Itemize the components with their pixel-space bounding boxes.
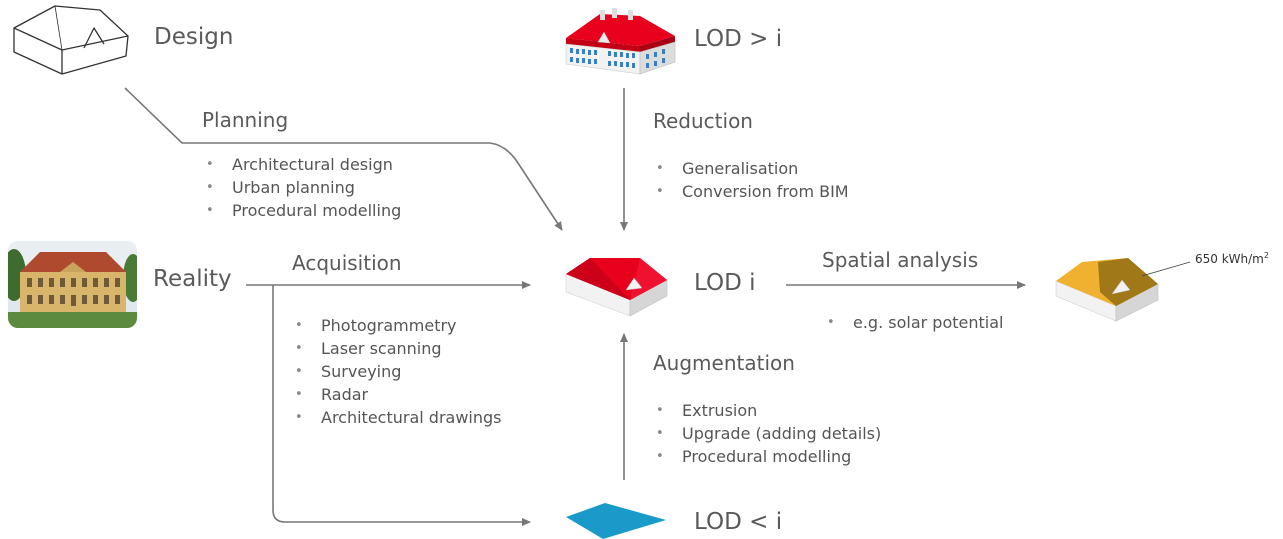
list-item: Radar	[295, 383, 502, 406]
list-item: e.g. solar potential	[827, 311, 1003, 334]
augmentation-list: Extrusion Upgrade (adding details) Proce…	[656, 399, 881, 468]
node-lod-higher: LOD > i	[694, 26, 783, 52]
process-acquisition-label: Acquisition	[292, 251, 402, 275]
process-augmentation-label: Augmentation	[653, 351, 795, 375]
list-item: Procedural modelling	[656, 445, 881, 468]
wireframe-house-sketch-icon	[13, 5, 129, 75]
list-item: Upgrade (adding details)	[656, 422, 881, 445]
list-item: Architectural drawings	[295, 406, 502, 429]
detailed-building-icon	[565, 8, 676, 75]
process-reduction-label: Reduction	[653, 109, 753, 133]
list-item: Photogrammetry	[295, 314, 502, 337]
list-item: Extrusion	[656, 399, 881, 422]
red-roof-block-model-icon	[565, 258, 668, 317]
list-item: Laser scanning	[295, 337, 502, 360]
solar-roof-model-icon	[1055, 258, 1191, 322]
list-item: Conversion from BIM	[656, 180, 849, 203]
spatial-analysis-list: e.g. solar potential	[827, 311, 1003, 334]
planning-arrow	[124, 87, 563, 231]
list-item: Procedural modelling	[206, 199, 401, 222]
planning-list: Architectural design Urban planning Proc…	[206, 153, 401, 222]
node-reality: Reality	[153, 266, 232, 292]
list-item: Urban planning	[206, 176, 401, 199]
process-planning-label: Planning	[202, 108, 289, 132]
list-item: Generalisation	[656, 157, 849, 180]
acquisition-list: Photogrammetry Laser scanning Surveying …	[295, 314, 502, 429]
list-item: Architectural design	[206, 153, 401, 176]
footprint-polygon-icon	[566, 503, 666, 539]
solar-value-text: 650 kWh/m	[1195, 252, 1264, 266]
process-spatial-analysis-label: Spatial analysis	[822, 248, 979, 272]
solar-unit-exponent: 2	[1263, 251, 1269, 260]
solar-value-annotation: 650 kWh/m2	[1195, 251, 1269, 266]
lower-lod-arrow	[272, 285, 531, 526]
reduction-list: Generalisation Conversion from BIM	[656, 157, 849, 203]
node-lod-i: LOD i	[694, 270, 756, 296]
node-lod-lower: LOD < i	[694, 509, 783, 535]
list-item: Surveying	[295, 360, 502, 383]
building-photo-icon	[8, 241, 137, 328]
node-design: Design	[154, 24, 234, 50]
